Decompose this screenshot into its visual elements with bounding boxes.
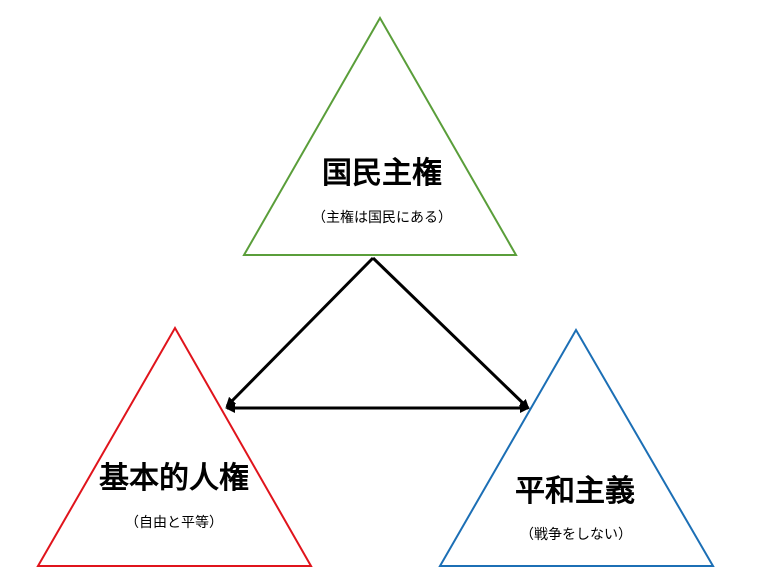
arrow-top-to-right — [371, 256, 530, 410]
triangle-fundamental-human-rights: 基本的人権 （自由と平等） — [36, 325, 313, 567]
triangle-right-outline — [438, 328, 715, 567]
triangle-right-title: 平和主義 — [515, 474, 635, 509]
triangle-left-title: 基本的人権 — [99, 461, 249, 496]
triangle-pacifism: 平和主義 （戦争をしない） — [438, 328, 715, 567]
triangle-right-subtitle: （戦争をしない） — [520, 527, 632, 543]
triangle-popular-sovereignty: 国民主権 （主権は国民にある） — [242, 15, 518, 256]
triangle-top-title: 国民主権 — [322, 156, 442, 191]
triangle-left-subtitle: （自由と平等） — [125, 514, 223, 531]
connecting-arrows — [225, 256, 530, 413]
arrow-top-to-left — [225, 256, 375, 408]
triangle-top-outline — [242, 15, 518, 256]
triangle-left-outline — [36, 325, 313, 567]
triangle-top-subtitle: （主権は国民にある） — [312, 209, 452, 226]
